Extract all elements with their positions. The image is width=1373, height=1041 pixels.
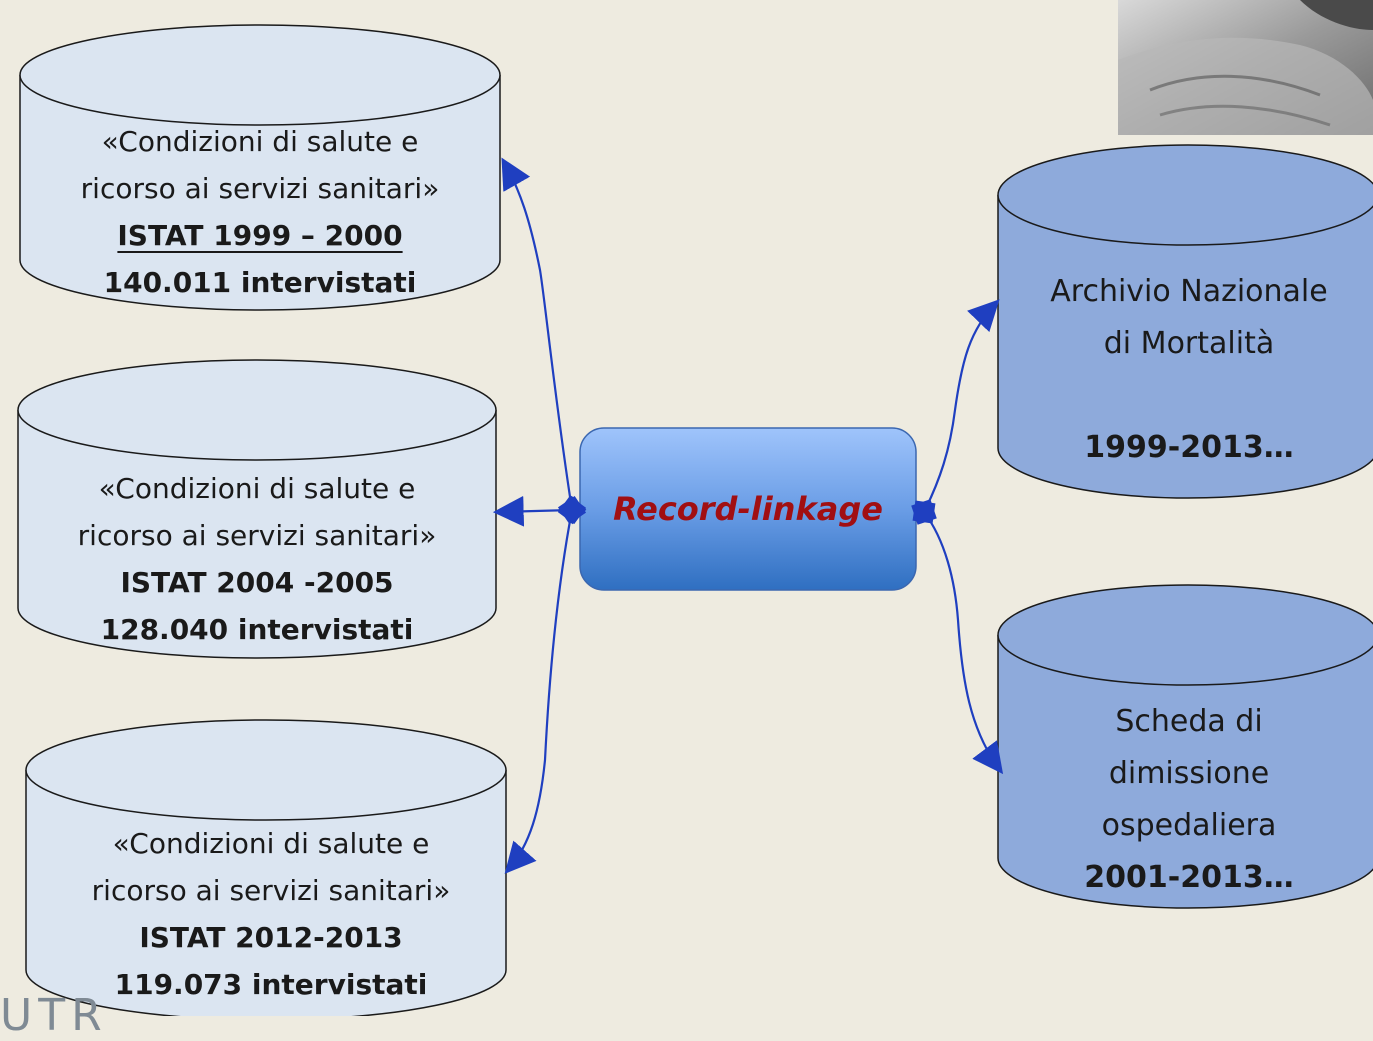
record-linkage-label: Record-linkage — [613, 490, 883, 528]
right-cylinder-2 — [997, 584, 1373, 909]
connector-to-survey-2012 — [504, 495, 587, 874]
hospital-discharge-label: Scheda di dimissione ospedaliera 2001-20… — [1005, 696, 1373, 904]
mortality-archive-years: 1999-2013… — [1084, 430, 1294, 465]
left-cylinder-2 — [17, 359, 497, 659]
mortality-archive-label: Archivio Nazionale di Mortalità 1999-201… — [1005, 266, 1373, 474]
survey-2012-respondents: 119.073 intervistati — [114, 968, 428, 1001]
survey-1999-line2: ricorso ai servizi sanitari» — [80, 172, 440, 205]
diagram-canvas — [17, 0, 1373, 1021]
hospital-discharge-line1: Scheda di — [1115, 704, 1263, 739]
connector-to-mortality-archive — [911, 299, 1000, 525]
survey-1999-period: ISTAT 1999 – 2000 — [117, 219, 403, 252]
connector-to-hospital-discharge — [912, 500, 1004, 775]
right-cylinder-1 — [997, 144, 1373, 499]
left-cylinder-1 — [19, 24, 501, 311]
survey-2004-respondents: 128.040 intervistati — [100, 613, 414, 646]
connector-to-survey-1999 — [501, 157, 587, 525]
survey-2004-period: ISTAT 2004 -2005 — [120, 566, 394, 599]
survey-1999-label: «Condizioni di salute e ricorso ai servi… — [20, 118, 500, 306]
survey-2004-label: «Condizioni di salute e ricorso ai servi… — [18, 465, 496, 653]
hands-photo-image — [1118, 0, 1373, 135]
left-cylinder-3 — [25, 719, 507, 1021]
hospital-discharge-line3: ospedaliera — [1101, 808, 1277, 843]
hospital-discharge-line2: dimissione — [1108, 756, 1270, 791]
survey-2012-label: «Condizioni di salute e ricorso ai servi… — [26, 820, 516, 1008]
mortality-archive-line1: Archivio Nazionale — [1050, 274, 1328, 309]
survey-2012-period: ISTAT 2012-2013 — [139, 921, 403, 954]
survey-2012-line2: ricorso ai servizi sanitari» — [91, 874, 451, 907]
survey-2012-line1: «Condizioni di salute e — [112, 827, 430, 860]
hospital-discharge-years: 2001-2013… — [1084, 860, 1294, 895]
survey-2004-line1: «Condizioni di salute e — [98, 472, 416, 505]
survey-1999-line1: «Condizioni di salute e — [101, 125, 419, 158]
mortality-archive-line2: di Mortalità — [1103, 326, 1275, 361]
connector-to-survey-2004 — [492, 495, 587, 527]
survey-2004-line2: ricorso ai servizi sanitari» — [77, 519, 437, 552]
survey-1999-respondents: 140.011 intervistati — [103, 266, 417, 299]
